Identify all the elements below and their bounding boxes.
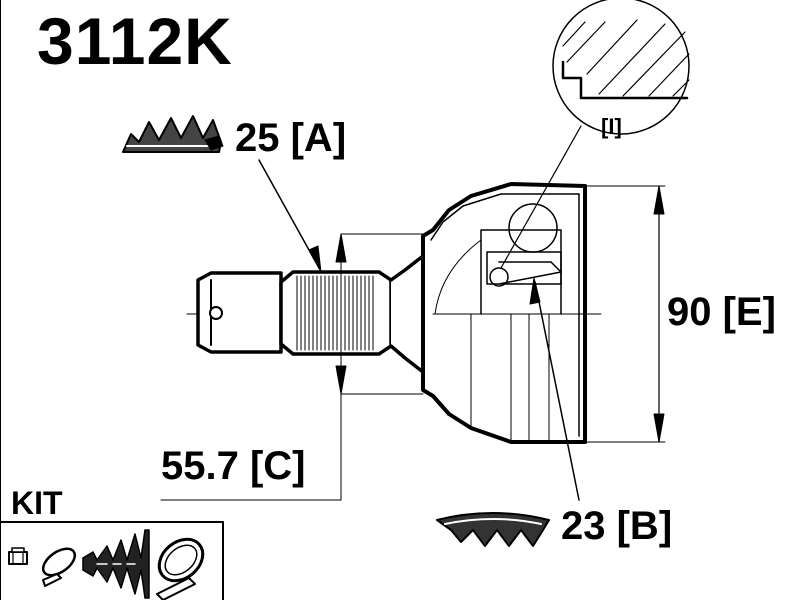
shaft-neck	[389, 254, 425, 374]
dimension-c-label: 55.7 [C]	[161, 444, 306, 488]
dim-c-arrow-top	[335, 233, 347, 263]
inner-race	[486, 251, 562, 285]
dimension-a-label: 25 [A]	[235, 116, 347, 160]
shaft-hole	[209, 306, 223, 320]
housing-lower-lines	[470, 313, 550, 443]
dim-a-arrow	[308, 245, 322, 273]
spline-teeth-icon	[436, 512, 550, 547]
detail-hatch	[562, 19, 690, 97]
part-number: 3112K	[37, 4, 233, 78]
clamp-icon	[41, 547, 77, 587]
dim-b-arrow	[529, 277, 541, 305]
dimension-b-label: 23 [B]	[561, 504, 673, 548]
kit-box	[1, 521, 224, 600]
housing-curve	[434, 239, 482, 315]
detail-circle	[552, 0, 690, 135]
dim-b-leader	[534, 281, 580, 501]
dimension-e-label: 90 [E]	[667, 290, 776, 334]
boot-icon	[82, 529, 150, 599]
band-clamp-icon	[156, 537, 205, 600]
dim-c-arrow-bottom	[335, 365, 347, 395]
housing-rim	[430, 193, 580, 241]
kit-label: KIT	[11, 485, 63, 521]
shaft-end	[196, 271, 283, 354]
detail-profile	[561, 60, 689, 100]
detail-label: [I]	[601, 114, 622, 139]
dim-e-arrow-bottom	[653, 413, 665, 443]
spline-teeth-icon	[122, 115, 224, 153]
dim-e-arrow-top	[653, 185, 665, 215]
detail-marker	[489, 267, 509, 287]
nut-icon	[8, 547, 28, 565]
detail-leader	[500, 125, 582, 269]
